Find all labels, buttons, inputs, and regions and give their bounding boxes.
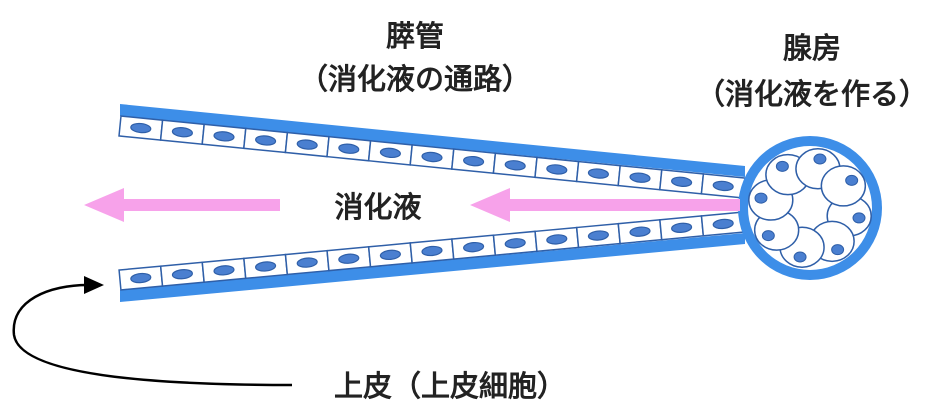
- acinar-cells: [748, 148, 872, 268]
- upper-duct-wall: [118, 104, 746, 199]
- cell-nucleus: [130, 272, 152, 284]
- epithelial-cell: [409, 144, 455, 170]
- flow-arrow-right-head: [470, 188, 510, 222]
- epithelial-cell: [201, 123, 247, 150]
- epithelial-cell: [575, 160, 622, 187]
- lower-duct-membrane: [120, 233, 745, 302]
- cell-nucleus: [629, 172, 651, 183]
- cell-nucleus: [629, 226, 651, 237]
- cell-nucleus: [379, 249, 401, 261]
- epithelial-cell: [450, 148, 497, 174]
- cell-nucleus: [213, 265, 235, 276]
- cell-nucleus: [421, 151, 443, 163]
- epithelial-cell: [617, 164, 663, 191]
- cell-nucleus: [587, 168, 609, 179]
- acinar-cell-nucleus: [775, 160, 789, 172]
- pointer-curve: [12, 283, 293, 387]
- epithelial-cell: [326, 135, 372, 162]
- cell-nucleus: [504, 238, 526, 249]
- cell-nucleus: [296, 257, 318, 268]
- cell-nucleus: [338, 253, 360, 264]
- acinar-cell-nucleus: [793, 251, 807, 263]
- epithelial-cell: [118, 265, 164, 291]
- epithelial-cell: [534, 156, 580, 183]
- epithelial-cell: [451, 234, 497, 260]
- epithelial-cell: [284, 131, 330, 158]
- acinar-cell-nucleus: [845, 174, 859, 186]
- acinus: [738, 136, 882, 280]
- cell-nucleus: [587, 230, 609, 241]
- upper-epithelium-cells: [118, 115, 746, 199]
- epithelial-cell: [243, 253, 289, 280]
- cell-nucleus: [171, 127, 193, 138]
- epithelial-cell: [658, 168, 705, 195]
- acinar-cell: [820, 165, 867, 207]
- acinar-cell-nucleus: [831, 244, 845, 256]
- cell-nucleus: [213, 131, 235, 142]
- lower-duct-wall: [118, 211, 746, 302]
- duct-title: 膵管: [386, 19, 444, 53]
- epithelial-cell: [118, 115, 164, 141]
- cell-nucleus: [255, 261, 277, 272]
- cell-nucleus: [546, 234, 568, 245]
- flow-label: 消化液: [334, 190, 421, 224]
- acinus-title: 腺房: [783, 31, 841, 65]
- acinar-cell-nucleus: [813, 153, 827, 165]
- epithelial-cell: [326, 246, 372, 272]
- cell-nucleus: [421, 245, 443, 257]
- acinar-cell-nucleus: [754, 192, 768, 204]
- acinar-cell-body: [820, 165, 867, 207]
- cell-nucleus: [171, 269, 193, 280]
- cell-nucleus: [338, 143, 360, 154]
- epithelial-cell: [492, 230, 538, 256]
- cell-nucleus: [255, 135, 277, 146]
- cell-nucleus: [379, 147, 401, 159]
- epithelial-cell: [575, 222, 621, 249]
- epithelial-cell: [367, 242, 413, 268]
- cell-nucleus: [671, 222, 693, 233]
- cell-nucleus: [546, 164, 568, 175]
- epithelial-cell: [159, 261, 205, 287]
- epithelial-cell: [617, 218, 663, 245]
- upper-duct-membrane: [120, 104, 745, 177]
- cell-nucleus: [463, 241, 485, 253]
- epithelium-label: 上皮（上皮細胞）: [334, 369, 566, 403]
- cell-nucleus: [712, 218, 734, 230]
- epithelium-pointer: [12, 276, 293, 387]
- cell-nucleus: [712, 180, 734, 192]
- epithelial-cell: [700, 173, 746, 199]
- epithelial-cell: [159, 119, 206, 146]
- cell-nucleus: [130, 122, 152, 134]
- epithelial-cell: [242, 127, 289, 154]
- epithelial-cell: [201, 257, 247, 284]
- epithelial-cell: [492, 152, 538, 179]
- acinar-cell-nucleus: [761, 230, 775, 242]
- epithelial-cell: [409, 238, 455, 264]
- epithelial-cell: [700, 211, 746, 237]
- epithelial-cell: [534, 226, 580, 253]
- cell-nucleus: [296, 139, 318, 150]
- acinus-subtitle: （消化液を作る）: [696, 77, 928, 111]
- cell-nucleus: [671, 176, 693, 187]
- flow-arrow-left-head: [84, 188, 124, 222]
- cell-nucleus: [463, 155, 485, 167]
- acinar-cell-nucleus: [852, 212, 866, 224]
- pointer-arrowhead: [84, 276, 104, 294]
- duct-subtitle: （消化液の通路）: [299, 62, 531, 96]
- epithelial-cell: [367, 140, 414, 166]
- epithelial-cell: [284, 249, 330, 276]
- epithelial-cell: [659, 215, 705, 241]
- flow-arrows: [84, 188, 740, 222]
- lower-epithelium-cells: [118, 211, 746, 291]
- cell-nucleus: [504, 160, 526, 171]
